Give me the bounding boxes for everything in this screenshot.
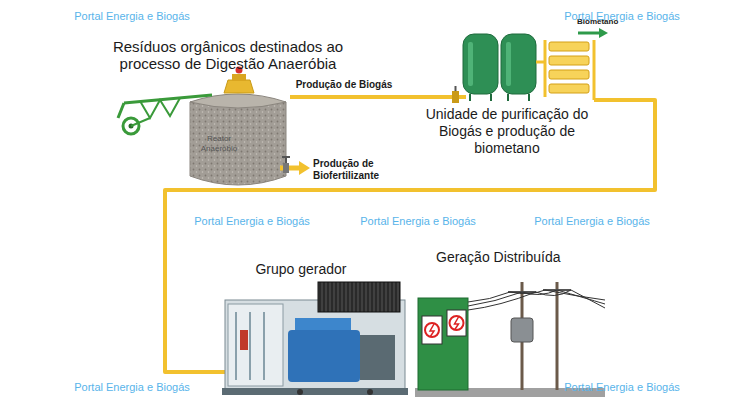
- generator-set-drawing-part: [360, 335, 395, 380]
- pipe-connector: [165, 100, 655, 372]
- grid-connection-drawing: [415, 282, 605, 397]
- process-heading: Resíduos orgânicos destinados ao process…: [103, 38, 353, 72]
- generator-set-drawing-part: [240, 330, 248, 350]
- grid-connection-drawing-part: [430, 324, 434, 337]
- watermark: Portal Energia e Biogás: [557, 10, 687, 23]
- generator-set-drawing-part: [228, 304, 283, 386]
- purification-equipment-part: [507, 94, 509, 101]
- generator-set-drawing-part: [235, 312, 237, 380]
- watermark: Portal Energia e Biogás: [527, 215, 657, 228]
- biofertilizer-outlet-part: [299, 161, 310, 175]
- purification-equipment-part: [501, 34, 536, 94]
- purification-equipment-part: [549, 56, 589, 65]
- node-text: Grupo gerador: [215, 261, 387, 278]
- generator-set-drawing-part: [263, 312, 265, 380]
- purification-equipment-part: [599, 28, 608, 38]
- node-text: Unidade de purificação do Biogás e produ…: [412, 106, 602, 157]
- pipe-connector: [290, 95, 398, 99]
- generator-set-drawing-part: [225, 300, 405, 390]
- anaerobic-reactor-part: [140, 98, 180, 118]
- grid-connection-drawing-part: [556, 282, 559, 390]
- generator-set-drawing-part: [318, 282, 400, 312]
- generator-set-drawing-part: [367, 389, 373, 395]
- watermark: Portal Energia e Biogás: [187, 215, 317, 228]
- purification-equipment-part: [452, 91, 459, 103]
- generator-set-drawing-part: [222, 388, 408, 395]
- watermark: Portal Energia e Biogás: [67, 10, 197, 23]
- grid-connection-drawing-part: [425, 323, 439, 337]
- purification-equipment-part: [463, 34, 498, 94]
- purification-equipment-part: [468, 42, 473, 86]
- reactor-tank: Reator Anaeróbio: [185, 78, 290, 186]
- purification-equipment-part: [593, 40, 596, 100]
- anaerobic-reactor-part: [232, 74, 246, 81]
- grid-connection-drawing-part: [418, 298, 468, 390]
- node-text: Reator Anaeróbio: [193, 134, 245, 154]
- biofertilizer-outlet: [280, 157, 310, 175]
- grid-connection-drawing-part: [422, 316, 442, 344]
- biofertilizer-outlet-part: [282, 156, 290, 158]
- node-text: Geração Distribuída: [436, 249, 606, 266]
- purification-equipment: [398, 28, 620, 103]
- purification-equipment-part: [506, 42, 511, 86]
- purification-equipment-part: [549, 84, 589, 93]
- generator-set-drawing: [215, 282, 408, 395]
- purification-equipment-part: [469, 94, 471, 101]
- purification-equipment-part: [549, 70, 589, 79]
- purification-equipment-part: [455, 86, 457, 91]
- grid-connection-drawing-part: [468, 290, 605, 310]
- biofertilizer-outlet-part: [283, 163, 289, 173]
- distributed-generation: Geração Distribuída: [412, 245, 612, 400]
- purification-equipment-part: [594, 98, 620, 102]
- purification-equipment-part: [544, 40, 547, 97]
- purification-equipment-part: [549, 42, 589, 51]
- anaerobic-reactor-part: [131, 118, 150, 126]
- purification-equipment-part: [490, 94, 492, 101]
- grid-connection-drawing-part: [455, 317, 459, 330]
- edge-label: Produção de Biogás: [294, 79, 395, 91]
- watermark: Portal Energia e Biogás: [67, 381, 197, 394]
- generator-set: Grupo gerador: [215, 255, 410, 400]
- purification-equipment-part: [578, 32, 600, 35]
- anaerobic-reactor-part: [124, 95, 212, 103]
- anaerobic-reactor-part: [118, 103, 124, 118]
- anaerobic-reactor-part: [190, 102, 286, 185]
- purification-equipment-part: [528, 94, 530, 101]
- generator-set-drawing-part: [295, 318, 351, 332]
- anaerobic-reactor: [118, 67, 286, 186]
- generator-set-drawing-part: [288, 330, 360, 382]
- purification-unit: Unidade de purificação do Biogás e produ…: [398, 32, 620, 161]
- anaerobic-reactor-part: [224, 80, 254, 93]
- output-label: Produção de Biofertilizante: [313, 158, 393, 182]
- grid-connection-drawing-part: [447, 310, 466, 336]
- generator-set-drawing-part: [249, 312, 251, 380]
- watermark: Portal Energia e Biogás: [557, 381, 687, 394]
- grid-connection-drawing-part: [511, 318, 533, 342]
- generator-set-drawing-part: [297, 389, 303, 395]
- grid-connection-drawing-part: [450, 316, 464, 330]
- watermark: Portal Energia e Biogás: [353, 215, 483, 228]
